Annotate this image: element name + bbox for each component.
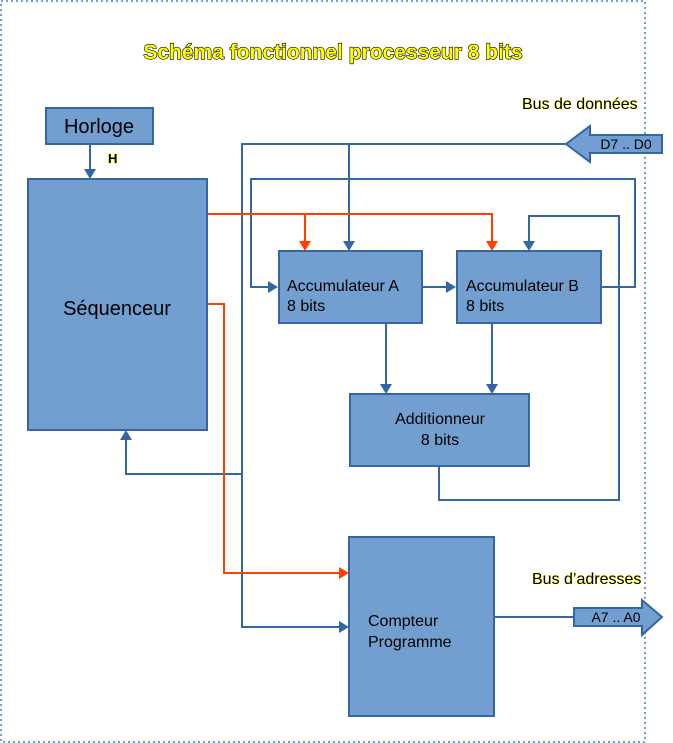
clock-signal-label: H [108,151,117,166]
arrow-head-icon [120,430,132,440]
arrow-head-icon [343,241,355,251]
additionneur-block: Additionneur 8 bits [349,393,530,467]
accumulator-b-block: Accumulateur B 8 bits [456,250,602,324]
data-bus-trunk [241,143,566,628]
bus-to-sequencer [125,440,242,475]
arrow-head-icon [268,281,278,293]
address-bus-label: Bus d’adresses [532,571,641,588]
arrow-head-icon [84,169,96,179]
horloge-block: Horloge [45,107,154,145]
arrow-head-icon [380,384,392,394]
acc-a-bits: 8 bits [287,298,325,315]
control-to-acc-b [207,213,493,242]
address-bus-range: A7 .. A0 [591,609,640,625]
adder-bits: 8 bits [421,432,459,449]
diagram-frame [0,0,646,743]
pc-label: Compteur [368,613,439,630]
address-bus-arrow: A7 .. A0 [573,597,664,638]
pc-label-2: Programme [368,634,452,651]
arrow-head-icon [299,241,311,251]
arrow-head-icon [486,384,498,394]
accumulator-a-block: Accumulateur A 8 bits [278,250,423,324]
acc-a-label: Accumulateur A [287,278,399,295]
data-bus-range: D7 .. D0 [600,136,652,152]
adder-label: Additionneur [395,411,486,428]
acc-b-to-acc-a-loop [250,178,636,288]
compteur-programme-block: Compteur Programme [348,536,495,717]
arrow-head-icon [339,567,349,579]
adder-to-acc-b-loop [438,215,620,501]
arrow-head-icon [486,241,498,251]
horloge-label: Horloge [64,116,134,138]
diagram-title: Schéma fonctionnel processeur 8 bits [143,41,522,64]
acc-b-bits: 8 bits [466,298,504,315]
arrow-head-icon [523,241,535,251]
data-bus-label: Bus de données [522,96,638,113]
sequenceur-block: Séquenceur [27,178,208,431]
control-to-pc [207,303,340,574]
data-bus-arrow: D7 .. D0 [564,124,663,164]
arrow-head-icon [339,621,349,633]
arrow-head-icon [446,281,456,293]
acc-b-label: Accumulateur B [466,278,579,295]
sequenceur-label: Séquenceur [63,298,171,320]
